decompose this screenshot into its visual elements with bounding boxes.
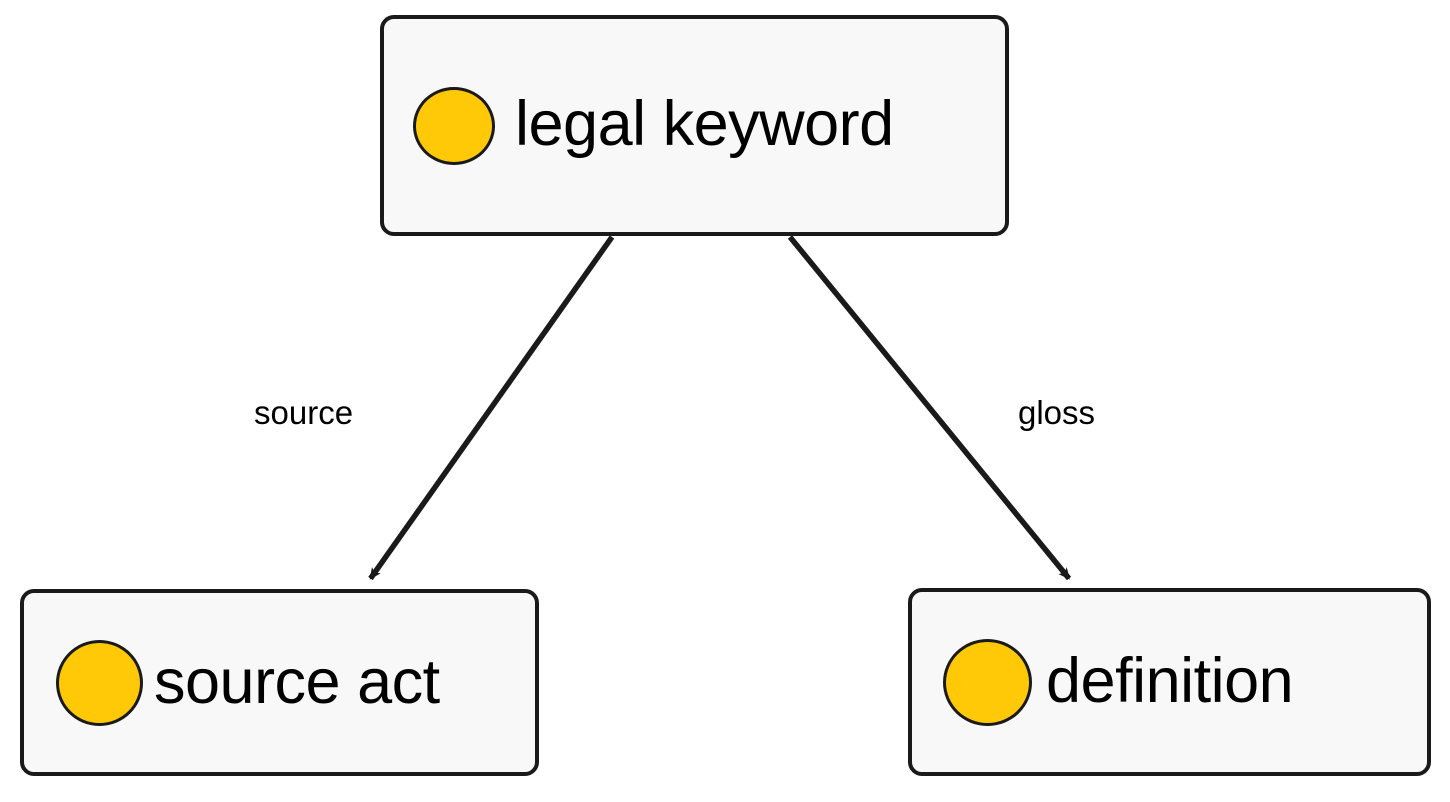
node-definition[interactable]: definition: [908, 588, 1431, 776]
node-definition-label: definition: [1046, 646, 1294, 716]
edge-label-source: source: [254, 394, 354, 431]
edge-gloss-line: [787, 235, 1072, 581]
edge-source-line: [368, 235, 615, 581]
node-legal-keyword-label: legal keyword: [515, 89, 894, 159]
node-source-act-label: source act: [154, 646, 440, 717]
yellow-circle-icon: [943, 638, 1032, 726]
yellow-circle-icon: [413, 86, 495, 165]
node-source-act[interactable]: source act: [20, 589, 539, 776]
edge-gloss[interactable]: [787, 235, 1072, 581]
edge-label-gloss: gloss: [1018, 394, 1096, 431]
yellow-circle-icon: [56, 639, 143, 726]
edge-source[interactable]: [368, 235, 615, 581]
node-legal-keyword[interactable]: legal keyword: [380, 15, 1009, 236]
